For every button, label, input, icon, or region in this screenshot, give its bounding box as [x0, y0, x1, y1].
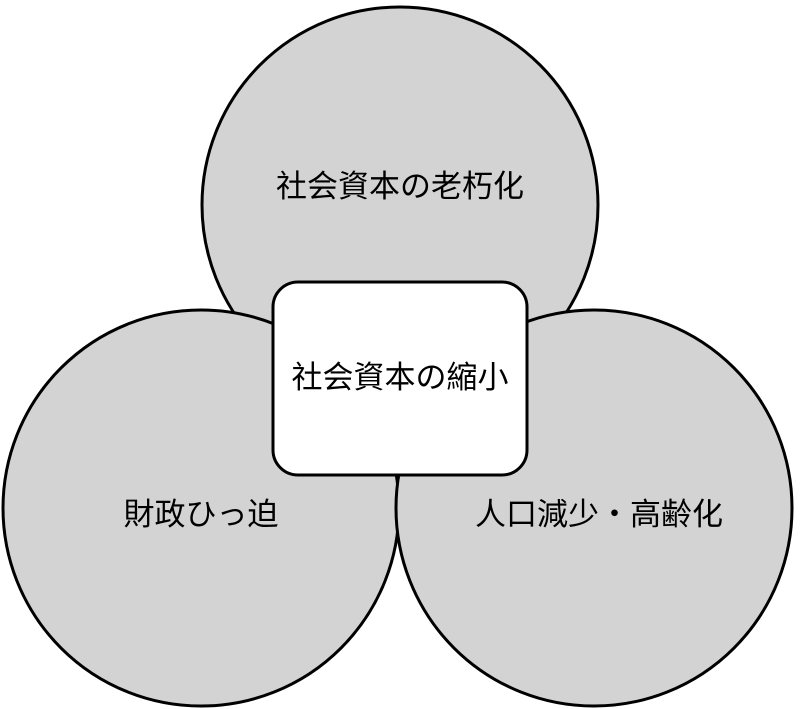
center-box-label: 社会資本の縮小	[291, 360, 509, 395]
center-box[interactable]	[271, 280, 529, 477]
circle-top-label: 社会資本の老朽化	[276, 169, 524, 204]
circle-bottom-right-label: 人口減少・高齢化	[475, 497, 723, 532]
circle-bottom-left-label: 財政ひっ迫	[123, 497, 279, 532]
